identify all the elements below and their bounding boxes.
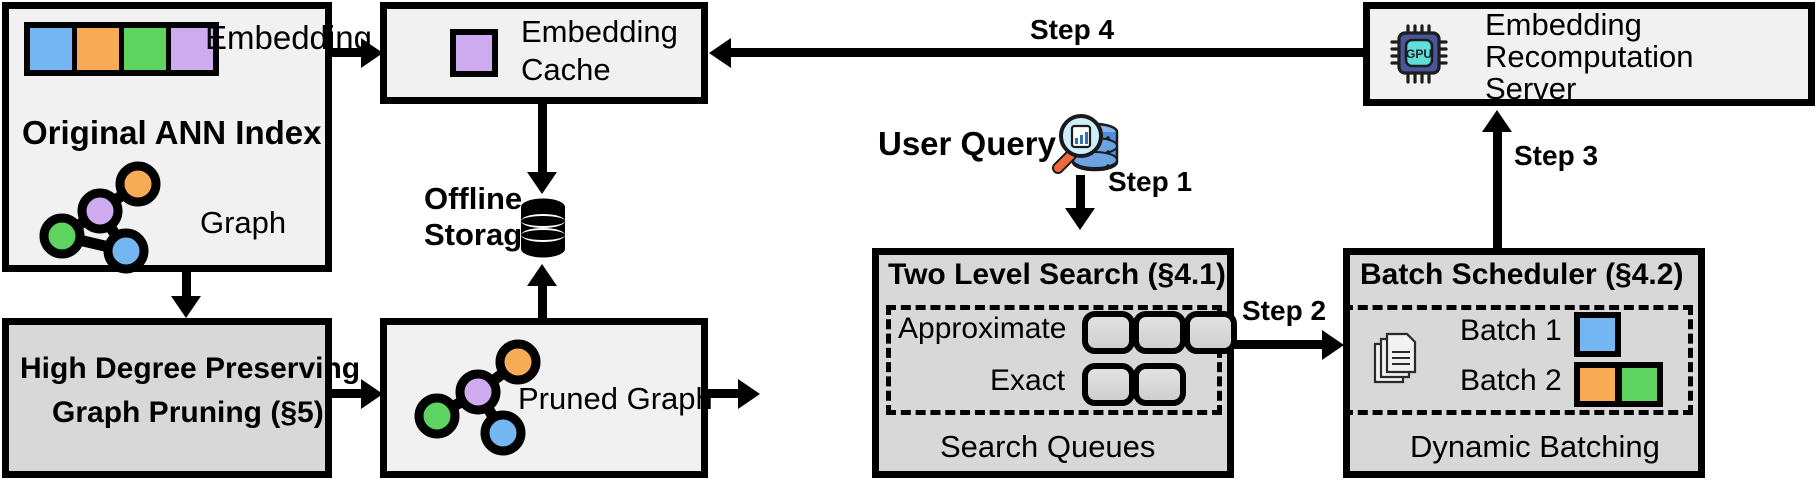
batch-1-swatch-1 [1574,312,1621,357]
arrow-step1-head [1065,208,1095,230]
step2-label: Step 2 [1242,295,1327,326]
arrow-step3-line [1493,130,1502,250]
approximate-slot-3[interactable] [1184,311,1237,354]
arrow-prunedgraph-to-search-line [708,389,744,398]
arrow-cache-to-storage-line [538,104,547,176]
approximate-slot-1[interactable] [1082,311,1135,354]
arrow-index-to-pruning-head [171,296,201,318]
arrow-index-to-cache-head [361,38,383,68]
search-queues-caption: Search Queues [940,429,1156,464]
arrow-step4-line [729,48,1363,57]
embedding-cache-box [380,2,708,104]
batch-1-label: Batch 1 [1460,314,1562,347]
two-level-search-title: Two Level Search (§4.1) [888,258,1226,291]
recomputation-server-line2: Recomputation [1485,39,1694,74]
pruned-graph-figure [414,339,541,456]
embedding-swatch-3 [124,28,166,70]
step1-label: Step 1 [1108,166,1193,197]
recomputation-server-line3: Server [1485,71,1577,106]
step3-label: Step 3 [1514,140,1599,171]
original-ann-index-title: Original ANN Index [22,114,322,151]
graph-label: Graph [200,205,287,240]
arrow-index-to-pruning-line [182,272,191,300]
database-cylinder-icon [521,198,565,258]
pruned-graph-box [380,318,708,478]
embedding-swatch-2 [77,28,119,70]
offline-storage-line1: Offline [424,181,523,216]
batch-scheduler-title: Batch Scheduler (§4.2) [1360,258,1684,291]
embedding-cache-line1: Embedding [521,14,678,49]
arrow-index-to-cache-line [332,48,368,57]
batch-2-swatch-1 [1574,362,1621,407]
user-query-label: User Query [878,125,1056,162]
gpu-icon-text: GPU [1406,47,1432,61]
approximate-row-label: Approximate [898,312,1067,345]
arrow-step2-head [1322,330,1344,360]
arrow-prunedgraph-to-storage-line [538,284,547,318]
arrow-step3-head [1482,110,1512,132]
offline-storage-line2: Storage [424,217,540,252]
graph-pruning-line2: Graph Pruning (§5) [52,396,324,429]
original-graph-figure [39,161,161,274]
pruned-graph-label: Pruned Graph [518,381,713,416]
embedding-swatch-strip [24,22,219,76]
arrow-prunedgraph-to-search-head [738,379,760,409]
arrow-pruning-to-prunedgraph-head [361,379,383,409]
exact-slot-1[interactable] [1082,363,1135,406]
search-queues-dashed-group [886,305,1222,415]
embedding-swatch-4 [171,28,213,70]
exact-slot-row [1082,363,1186,406]
documents-stack-icon [1373,332,1417,384]
dynamic-batching-dashed-group [1343,305,1693,415]
dynamic-batching-caption: Dynamic Batching [1410,429,1660,464]
arrow-prunedgraph-to-storage-head [527,264,557,286]
arrow-step4-head [709,38,731,68]
purple-square-icon [450,29,498,77]
batch-2-label: Batch 2 [1460,364,1562,397]
approximate-slot-row [1082,311,1237,354]
graph-pruning-box [2,318,332,478]
embedding-cache-line2: Cache [521,52,611,87]
gpu-chip-icon: GPU [1390,24,1448,84]
step4-label: Step 4 [1030,14,1115,45]
recomputation-server-line1: Embedding [1485,7,1642,42]
batch-2-swatch-2 [1616,362,1663,407]
magnifier-database-icon [1052,114,1119,174]
arrow-step1-line [1076,175,1085,213]
exact-row-label: Exact [990,364,1066,397]
embedding-swatch-1 [30,28,72,70]
arrow-step2-line [1234,340,1330,349]
graph-pruning-line1: High Degree Preserving [20,352,361,385]
exact-slot-2[interactable] [1133,363,1186,406]
approximate-slot-2[interactable] [1133,311,1186,354]
arrow-cache-to-storage-head [527,172,557,194]
arrow-pruning-to-prunedgraph-line [332,389,368,398]
